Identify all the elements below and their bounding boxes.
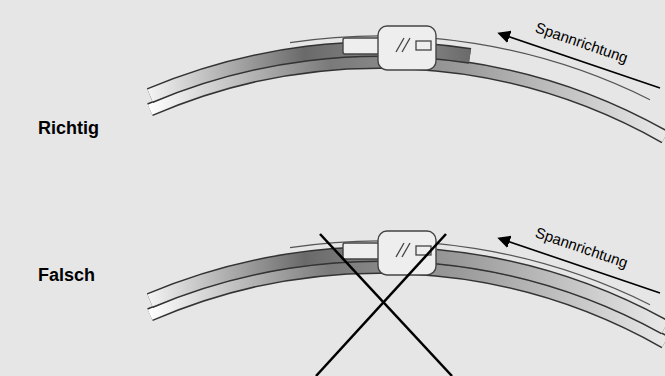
- status-label: Richtig: [38, 119, 99, 137]
- direction-label: Spannrichtung: [534, 224, 630, 270]
- direction-label: Spannrichtung: [534, 19, 630, 65]
- cross-mark: [316, 234, 452, 376]
- status-label: Falsch: [38, 266, 95, 284]
